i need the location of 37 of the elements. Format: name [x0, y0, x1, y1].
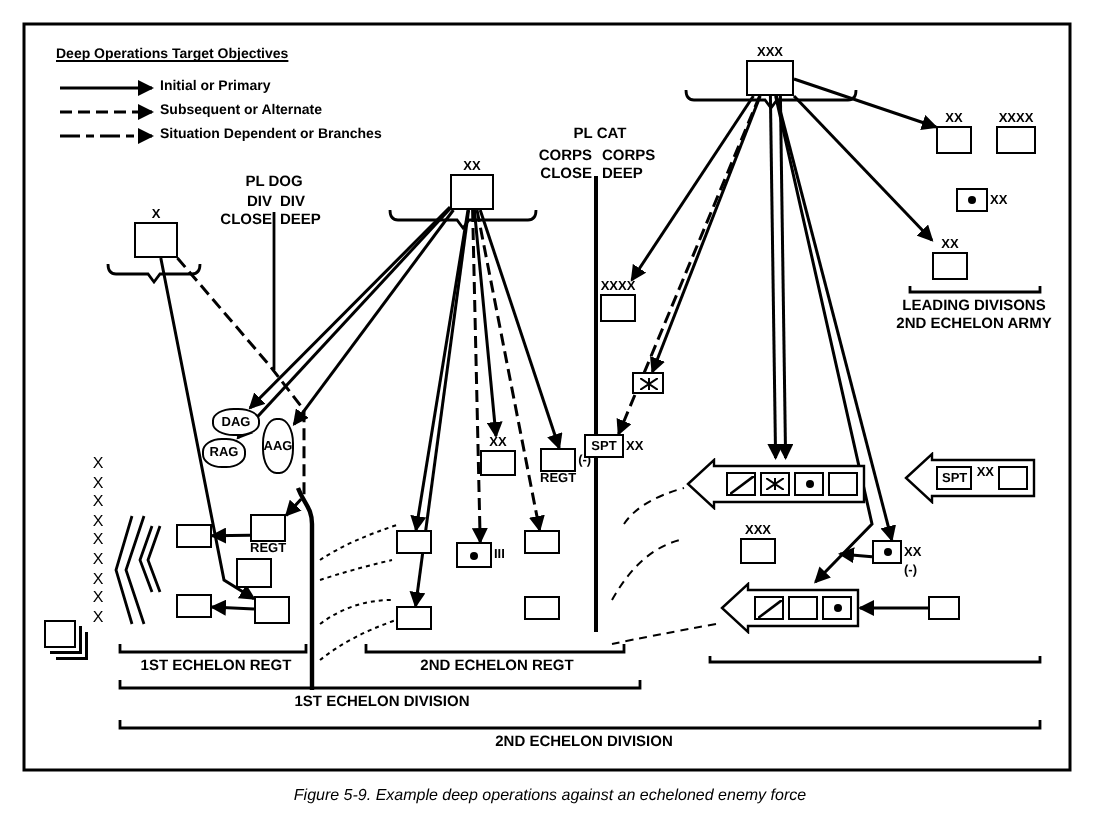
arrow [210, 527, 251, 544]
arrow [793, 77, 938, 131]
arrow [159, 257, 256, 601]
arrow [774, 95, 874, 584]
echelon-column-arrow [904, 452, 1036, 504]
arrow [292, 209, 455, 426]
arrow [210, 599, 255, 616]
arrow [774, 95, 896, 542]
arrow [858, 600, 928, 616]
arrow [616, 95, 761, 436]
arrow [475, 209, 545, 532]
arrow [472, 209, 503, 438]
boundary-x-mark: X [90, 494, 106, 512]
figure-caption: Figure 5-9. Example deep operations against an echeloned enemy force [291, 788, 809, 805]
echelon-column-arrow [720, 582, 860, 634]
boundary-x-mark: X [90, 552, 106, 569]
arrow [176, 257, 306, 517]
boundary-x-mark: X [90, 513, 106, 531]
arrow [236, 207, 452, 440]
boundary-x-mark: X [90, 571, 106, 589]
boundary-x-mark: X [90, 475, 106, 493]
arrow [777, 96, 794, 460]
arrow [767, 96, 784, 460]
arrow [478, 209, 563, 450]
arrow [248, 205, 452, 410]
boundary-x-mark: X [90, 532, 106, 550]
arrow [409, 209, 471, 608]
echelon-column-arrow [686, 458, 866, 510]
arrow [650, 95, 762, 374]
boundary-x-mark: X [90, 590, 106, 608]
arrow [838, 547, 873, 564]
boundary-x-mark: X [90, 609, 106, 627]
arrow [792, 94, 934, 242]
boundary-x-mark: X [90, 456, 106, 473]
arrow [410, 209, 470, 532]
arrow [471, 209, 488, 544]
arrow [630, 95, 755, 282]
